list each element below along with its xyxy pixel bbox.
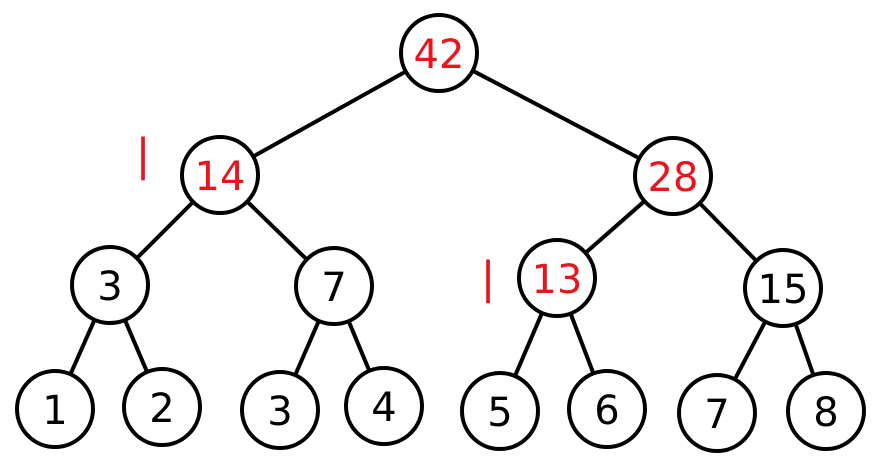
node-circle [786,371,866,451]
tree-node-n14: 14 [180,135,260,215]
mark-14-tally: | [136,130,151,181]
tree-edge-n13-n5 [512,310,545,379]
node-label: 3 [267,389,292,435]
node-circle [344,366,424,446]
node-label: 13 [532,257,583,303]
node-circle [122,367,202,447]
tree-edge-n42-n14 [251,69,408,159]
red-marks: || [136,130,496,304]
node-label: 5 [487,390,512,436]
node-circle [70,245,150,325]
tree-node-n42: 42 [399,13,479,93]
tree-node-n7b: 7 [677,373,757,453]
node-circle [240,370,320,450]
node-circle [633,136,713,216]
node-circle [743,248,823,328]
tree-node-n28: 28 [633,136,713,216]
tree-edge-n14-n7a [245,199,309,262]
tree-node-n5: 5 [460,371,540,451]
tree-edges [68,68,816,382]
tree-edge-n15-n7b [732,319,768,382]
tree-node-n1: 1 [15,369,95,449]
node-circle [517,238,597,318]
node-label: 28 [648,155,699,201]
tree-node-n4: 4 [344,366,424,446]
mark-13-tally: | [481,253,496,304]
node-circle [399,13,479,93]
tree-node-n2: 2 [122,367,202,447]
tree-edge-n7a-n4 [346,319,372,373]
node-circle [567,369,647,449]
tree-edge-n15-n8 [793,321,816,378]
node-label: 8 [813,390,838,436]
tree-edge-n28-n15 [697,201,759,263]
tree-edge-n14-n3a [134,199,196,261]
node-label: 15 [758,267,809,313]
tree-node-n7a: 7 [294,246,374,326]
node-label: 7 [321,265,346,311]
node-label: 6 [594,388,619,434]
node-circle [294,246,374,326]
tree-node-n6: 6 [567,369,647,449]
node-label: 14 [195,154,246,200]
tree-edge-n3a-n1 [68,317,97,377]
tree-node-n3b: 3 [240,370,320,450]
tree-edge-n28-n13 [583,199,647,255]
tree-edge-n3a-n2 [122,317,150,375]
tree-edge-n13-n6 [568,311,596,376]
tree-edge-n7a-n3b [293,318,321,378]
tree-nodes: 42 14 28 3 7 13 15 1 2 3 4 5 6 7 8 [15,13,866,453]
node-circle [460,371,540,451]
tree-node-n13: 13 [517,238,597,318]
tree-node-n15: 15 [743,248,823,328]
node-circle [677,373,757,453]
node-label: 3 [97,264,122,310]
tree-node-n8: 8 [786,371,866,451]
node-circle [180,135,260,215]
node-label: 1 [42,388,67,434]
tree-node-n3a: 3 [70,245,150,325]
node-label: 7 [704,392,729,438]
node-label: 4 [371,385,396,431]
node-circle [15,369,95,449]
node-label: 2 [149,386,174,432]
node-label: 42 [414,32,465,78]
tree-edge-n42-n28 [470,68,642,161]
